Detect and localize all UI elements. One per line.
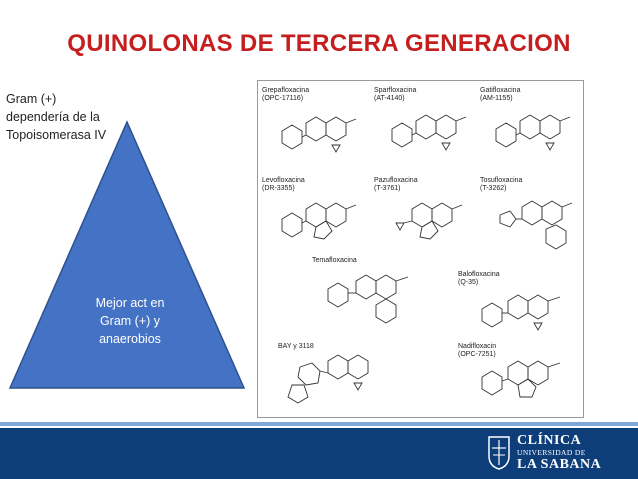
structure-nadifloxacin: Nadifloxacin (OPC-7251) — [458, 343, 578, 415]
structure-code: (T-3262) — [480, 185, 507, 192]
logo-wordmark: CLÍNICA UNIVERSIDAD DE LA SABANA — [517, 433, 602, 473]
molecule-drawing — [481, 360, 561, 398]
structure-sparfloxacina: Sparfloxacina (AT-4140) — [374, 87, 479, 167]
footer-bar — [0, 428, 638, 479]
structure-name: Sparfloxacina — [374, 87, 417, 94]
chemical-structures-figure: Grepafloxacina (OPC-17116) Sparfloxacina… — [257, 80, 584, 418]
pyramid-caption-line-2: Gram (+) y — [99, 314, 161, 328]
structure-code: (DR-3355) — [262, 185, 295, 192]
molecule-drawing — [287, 354, 369, 404]
molecule-drawing — [281, 202, 357, 240]
structure-name: Gatifloxacina — [480, 87, 521, 94]
side-note-line-2: dependería de la — [6, 110, 100, 124]
molecule-drawing — [499, 200, 573, 250]
structure-name: Balofloxacina — [458, 271, 500, 278]
pyramid-caption: Mejor act en Gram (+) y anaerobios — [70, 294, 190, 348]
clinica-universidad-de-la-sabana-logo: CLÍNICA UNIVERSIDAD DE LA SABANA — [488, 432, 601, 474]
molecule-drawing — [495, 114, 571, 151]
pyramid-caption-line-1: Mejor act en — [95, 296, 165, 310]
structure-name: Temafloxacina — [312, 257, 357, 264]
structure-code: (AT-4140) — [374, 95, 405, 102]
structure-name: Levofloxacina — [262, 177, 305, 184]
footer-accent-stripe — [0, 422, 638, 426]
structure-temafloxacina: Temafloxacina — [312, 257, 452, 337]
structure-name: Nadifloxacin — [458, 343, 497, 350]
logo-line-3: LA SABANA — [517, 457, 602, 472]
structure-name: BAY y 3118 — [278, 343, 314, 350]
structure-grepafloxacina: Grepafloxacina (OPC-17116) — [262, 87, 372, 167]
structure-code: (T-3761) — [374, 185, 401, 192]
slide-title: QUINOLONAS DE TERCERA GENERACION — [67, 30, 571, 57]
side-note: Gram (+) dependería de la Topoisomerasa … — [6, 90, 156, 144]
molecule-drawing — [481, 294, 561, 331]
pyramid-caption-line-3: anaerobios — [99, 332, 161, 346]
structure-levofloxacina: Levofloxacina (DR-3355) — [262, 177, 372, 257]
structure-name: Pazufloxacina — [374, 177, 418, 184]
structure-bay-y-3118: BAY y 3118 — [278, 343, 408, 415]
logo-line-2: UNIVERSIDAD DE — [517, 448, 586, 457]
side-note-line-1: Gram (+) — [6, 92, 57, 106]
structure-code: (Q-35) — [458, 279, 479, 286]
structure-code: (OPC-7251) — [458, 351, 496, 358]
structure-name: Tosufloxacina — [480, 177, 523, 184]
structure-gatifloxacina: Gatifloxacina (AM-1155) — [480, 87, 580, 167]
structure-code: (AM-1155) — [480, 95, 513, 102]
shield-icon — [488, 436, 510, 470]
structure-name: Grepafloxacina — [262, 87, 310, 94]
molecule-drawing — [327, 274, 409, 324]
structure-balofloxacina: Balofloxacina (Q-35) — [458, 271, 578, 351]
pyramid-shape — [8, 120, 246, 389]
side-note-line-3: Topoisomerasa IV — [6, 128, 107, 142]
molecule-drawing — [281, 116, 357, 153]
molecule-drawing — [395, 202, 463, 240]
logo-line-1: CLÍNICA — [517, 433, 582, 448]
structure-tosufloxacina: Tosufloxacina (T-3262) — [480, 177, 580, 257]
structure-pazufloxacina: Pazufloxacina (T-3761) — [374, 177, 479, 257]
molecule-drawing — [391, 114, 467, 151]
structure-code: (OPC-17116) — [262, 95, 304, 102]
